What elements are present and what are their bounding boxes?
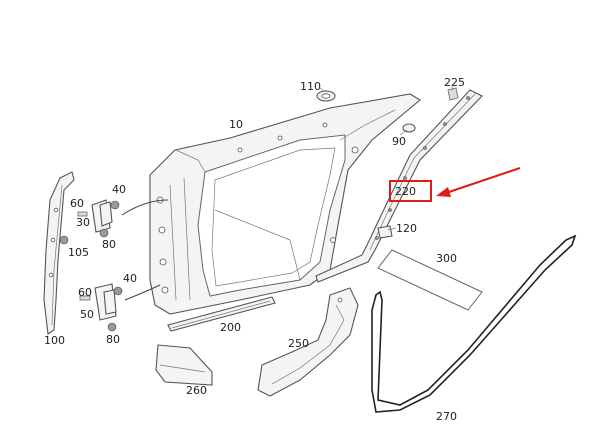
label-60-upper: 60 xyxy=(70,197,84,210)
label-30: 30 xyxy=(76,216,90,229)
door-frame-part xyxy=(121,93,421,315)
lower-hinge-group xyxy=(79,283,123,332)
label-100: 100 xyxy=(44,334,65,347)
highlight-arrowhead xyxy=(436,187,451,197)
highlight-annotation xyxy=(389,167,521,202)
part-labels: 10 110 225 90 220 120 300 40 60 30 80 10… xyxy=(44,76,465,423)
label-10: 10 xyxy=(229,118,243,131)
seal-part-270 xyxy=(371,234,577,413)
label-200: 200 xyxy=(220,321,241,334)
label-250: 250 xyxy=(288,337,309,350)
highlight-arrow xyxy=(445,167,521,194)
grommet-part-110 xyxy=(316,90,336,102)
label-80-upper: 80 xyxy=(102,238,116,251)
block-part-260 xyxy=(155,344,213,386)
upper-hinge-group xyxy=(59,199,120,245)
clip-part-120 xyxy=(377,225,393,239)
label-110: 110 xyxy=(300,80,321,93)
trim-part-100 xyxy=(43,171,75,335)
label-60-lower: 60 xyxy=(78,286,92,299)
inner-panel-part-250 xyxy=(257,287,359,397)
label-50: 50 xyxy=(80,308,94,321)
pad-part-300 xyxy=(377,249,483,311)
highlight-box xyxy=(389,180,432,202)
label-220: 220 xyxy=(395,185,416,198)
sill-strip-part-200 xyxy=(167,296,276,332)
clip-part-225 xyxy=(447,87,459,101)
label-260: 260 xyxy=(186,384,207,397)
label-270: 270 xyxy=(436,410,457,423)
label-90: 90 xyxy=(392,135,406,148)
label-80-lower: 80 xyxy=(106,333,120,346)
leader-lines xyxy=(319,86,453,231)
label-120: 120 xyxy=(396,222,417,235)
label-225: 225 xyxy=(444,76,465,89)
label-300: 300 xyxy=(436,252,457,265)
label-105: 105 xyxy=(68,246,89,259)
label-40-upper: 40 xyxy=(112,183,126,196)
clip-part-90 xyxy=(402,123,416,133)
label-40-lower: 40 xyxy=(123,272,137,285)
